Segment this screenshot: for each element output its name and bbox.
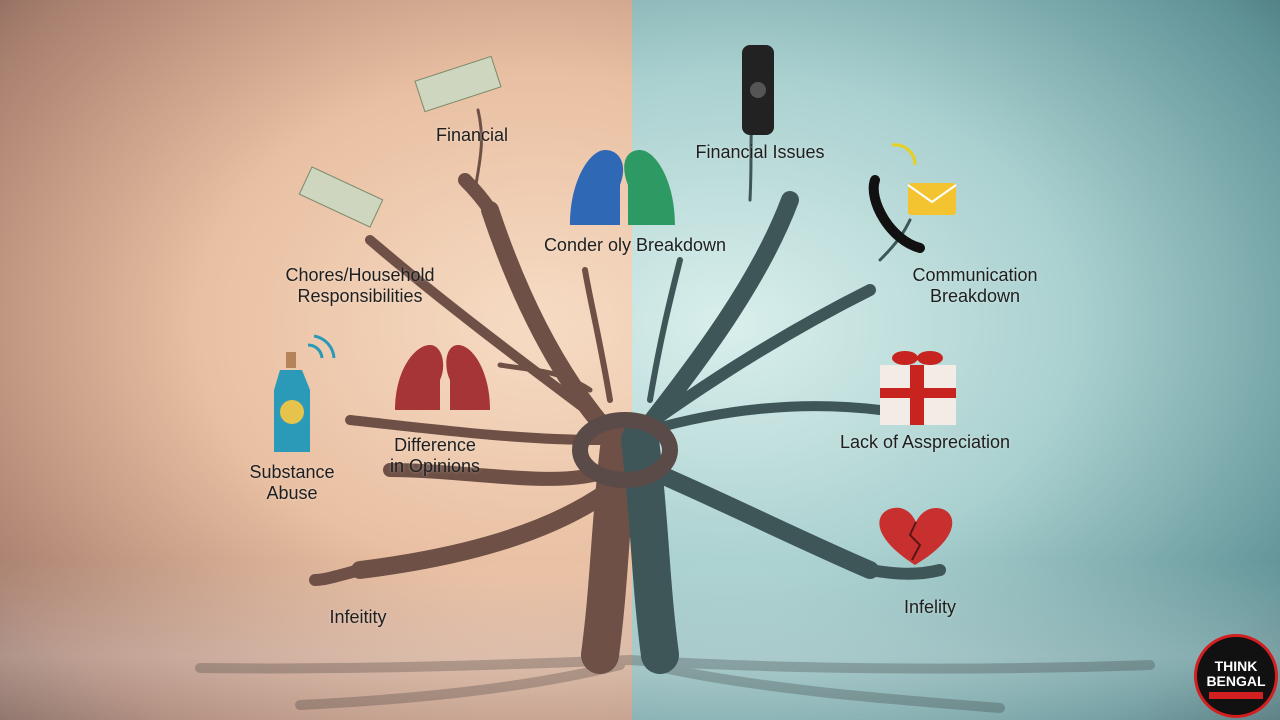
label-substance-line1: Substance	[249, 462, 335, 482]
logo-line1: THINK	[1214, 658, 1258, 674]
money-icon	[298, 55, 502, 228]
label-conder-breakdown: Conder oly Breakdown	[543, 235, 727, 255]
broken-heart-icon	[879, 507, 953, 565]
logo-line2: BENGAL	[1206, 673, 1266, 689]
bottle-icon	[274, 334, 336, 452]
tree-shadow	[195, 655, 1155, 713]
logo-tagline-bar	[1209, 692, 1263, 699]
label-communication: Communication Breakdown	[885, 265, 1065, 307]
label-infidelity-right: Infelity	[903, 597, 957, 617]
label-chores: Chores/Household Responsibilities	[250, 265, 470, 307]
label-chores-line1: Chores/Household	[285, 265, 435, 285]
label-substance: Substance Abuse	[232, 462, 352, 504]
label-lack-appreciation: Lack of Asspreciation	[839, 432, 1011, 452]
label-communication-line2: Breakdown	[929, 286, 1021, 306]
label-substance-line2: Abuse	[266, 483, 318, 503]
label-difference-line2: in Opinions	[389, 456, 481, 476]
label-difference: Difference in Opinions	[370, 435, 500, 477]
left-tree	[309, 108, 639, 674]
gift-icon	[880, 351, 956, 425]
right-tree	[621, 118, 946, 674]
phone-icon	[868, 143, 957, 253]
label-financial: Financial	[435, 125, 509, 145]
knot	[572, 412, 678, 488]
label-communication-line1: Communication	[912, 265, 1038, 285]
label-chores-line2: Responsibilities	[297, 286, 423, 306]
label-difference-line1: Difference	[394, 435, 476, 455]
remote-control-icon	[742, 45, 774, 135]
arguing-people-icon	[395, 150, 675, 410]
label-financial-issues: Financial Issues	[695, 142, 825, 162]
think-bengal-logo: THINK BENGAL	[1194, 634, 1278, 718]
label-infidelity-left: Infeitity	[329, 607, 387, 627]
